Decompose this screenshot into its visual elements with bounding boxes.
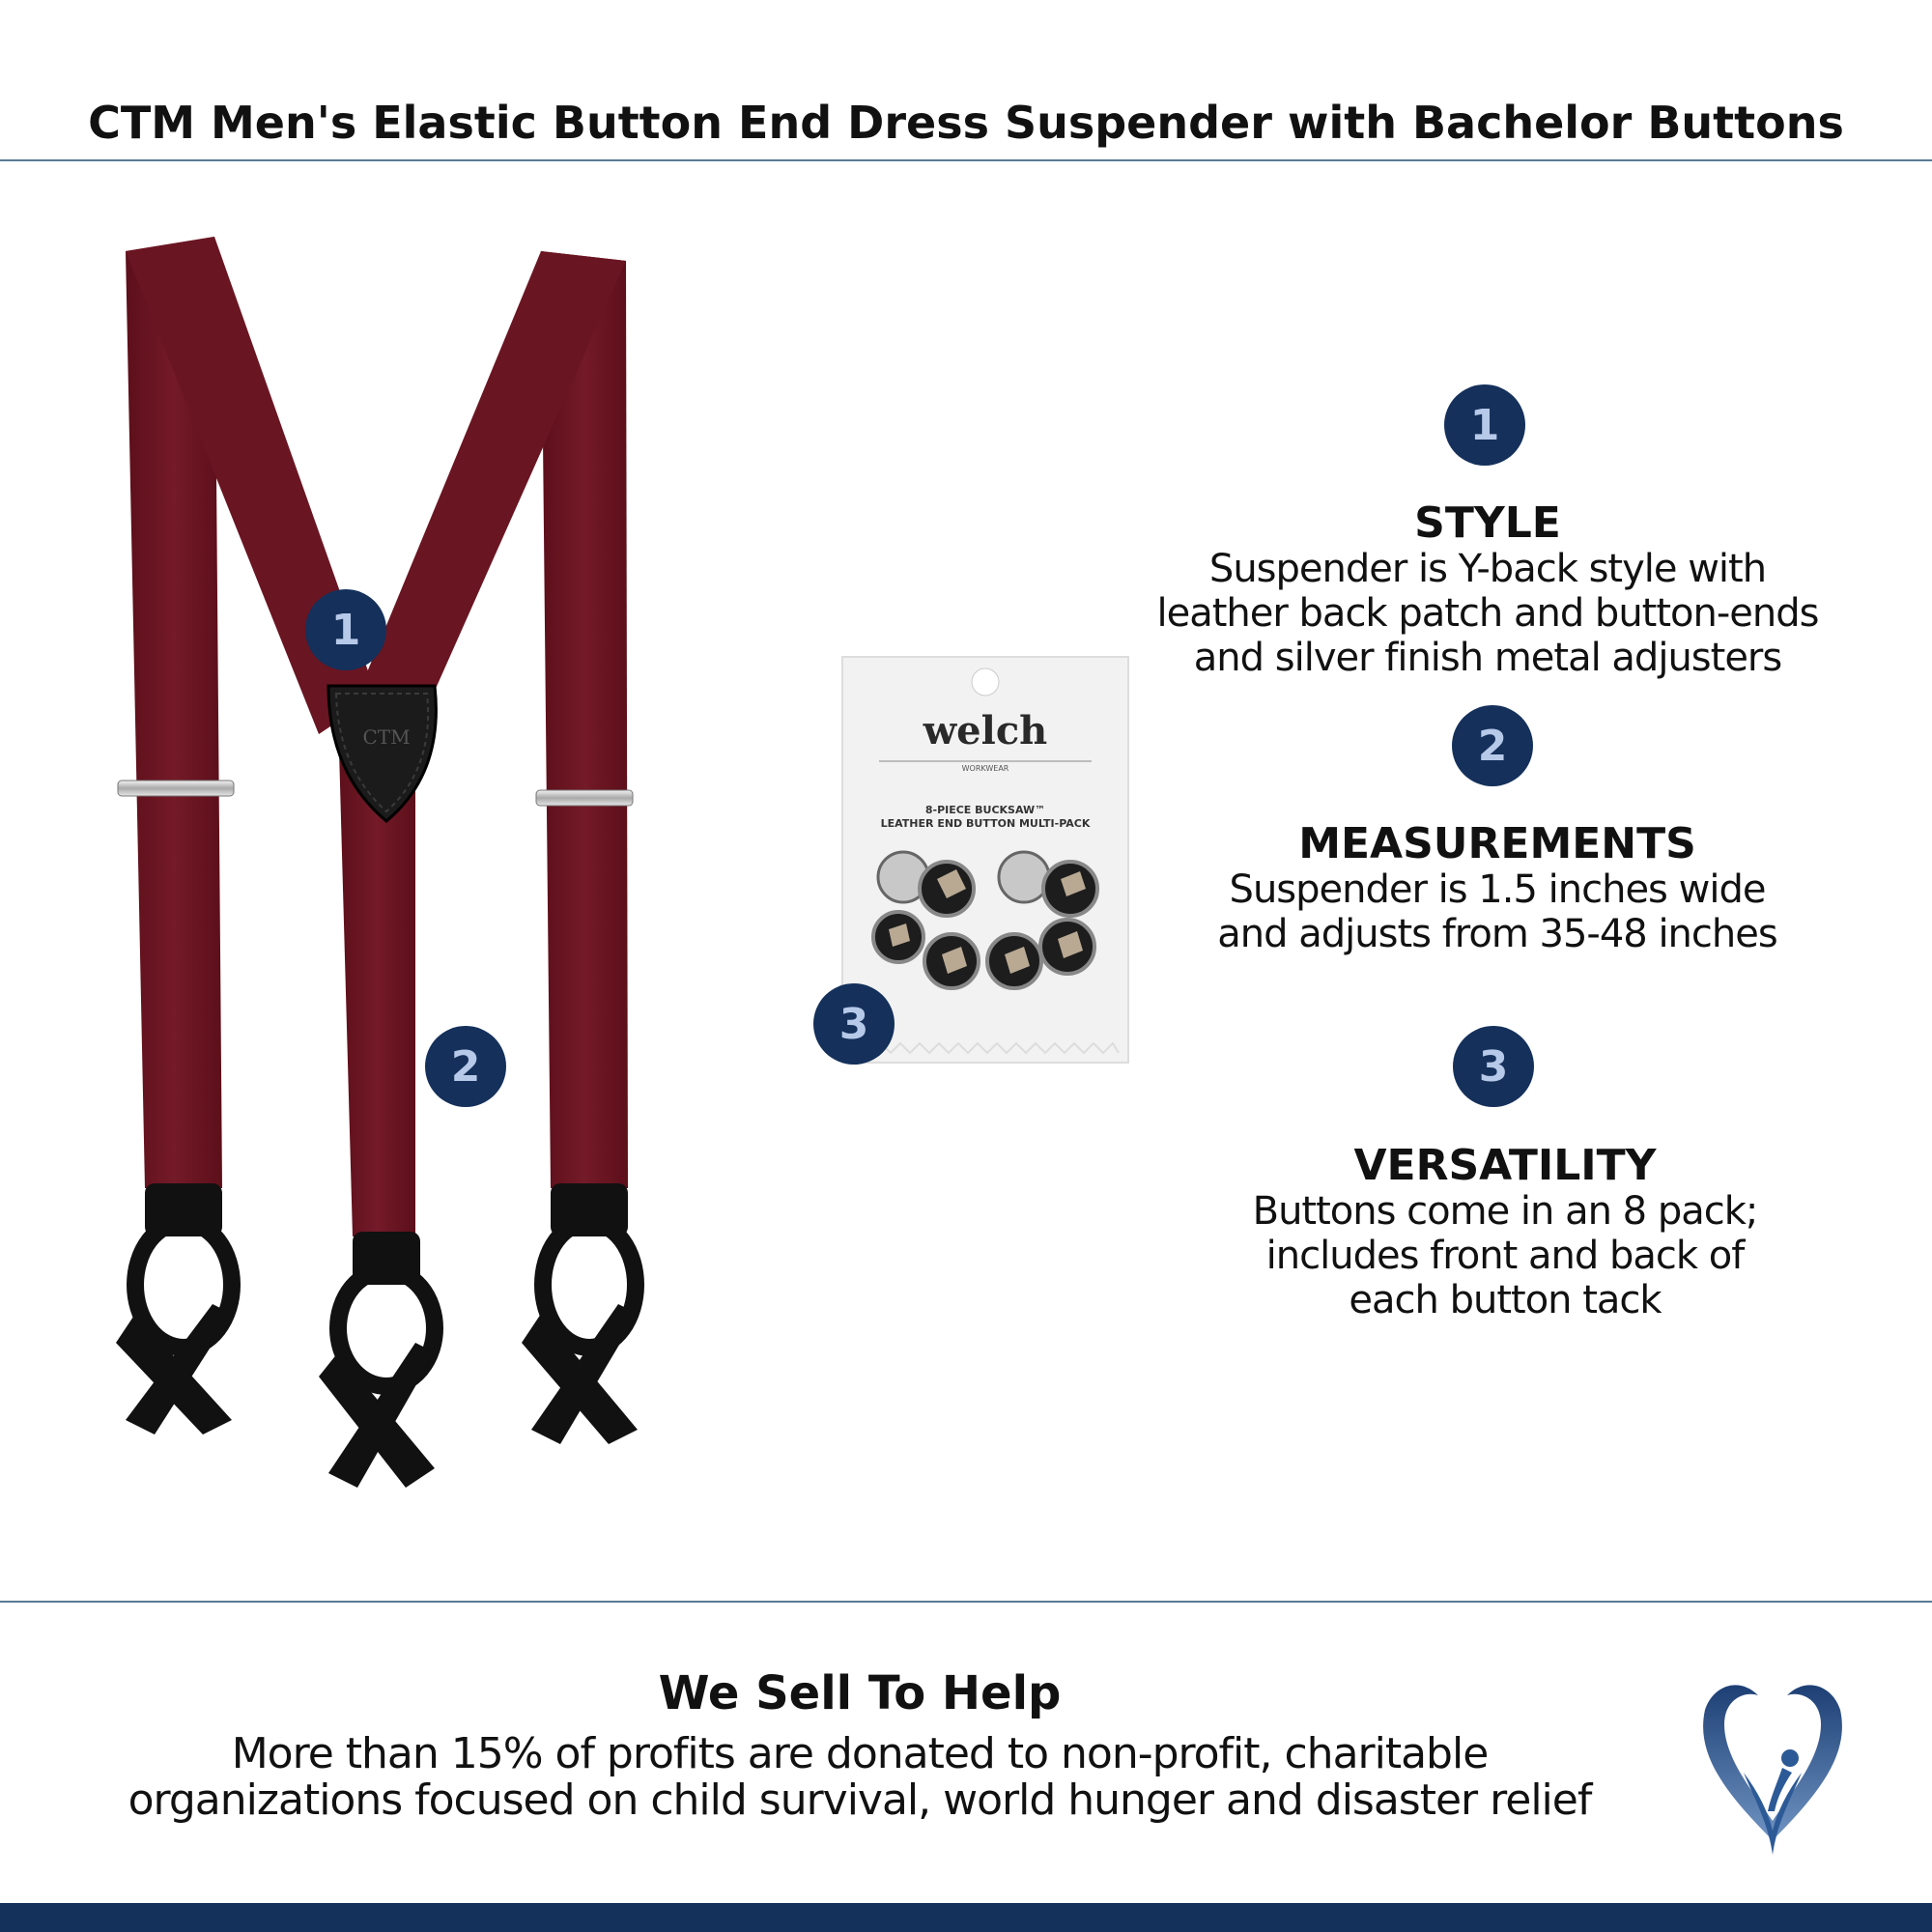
- help-title: We Sell To Help: [658, 1666, 1062, 1720]
- pack-brand: welch: [923, 708, 1048, 753]
- charity-logo-icon: [1703, 1685, 1842, 1855]
- page-title: CTM Men's Elastic Button End Dress Suspe…: [88, 97, 1844, 149]
- left-strap: [126, 237, 222, 1188]
- suspender-image: CTM: [116, 237, 644, 1488]
- feature-versatility-description: Buttons come in an 8 pack; includes fron…: [1252, 1189, 1759, 1322]
- feature-style: STYLE Suspender is Y-back style with lea…: [1101, 498, 1874, 681]
- feature-style-description: Suspender is Y-back style with leather b…: [1156, 547, 1820, 680]
- feature-measurements-description: Suspender is 1.5 inches wide and adjusts…: [1217, 867, 1777, 956]
- feature-2-badge: 2: [1452, 705, 1533, 786]
- button-pack-image: welch WORKWEAR 8-PIECE BUCKSAW™ LEATHER …: [841, 656, 1129, 1064]
- pack-line-2: LEATHER END BUTTON MULTI-PACK: [881, 817, 1091, 830]
- leather-patch: CTM: [327, 684, 438, 823]
- pack-buttons: [871, 850, 1099, 990]
- help-description: More than 15% of profits are donated to …: [128, 1729, 1593, 1825]
- callout-badge-3: 3: [813, 983, 895, 1065]
- feature-1-badge: 1: [1444, 384, 1525, 466]
- callout-badge-2: 2: [425, 1026, 506, 1107]
- pack-sub-brand: WORKWEAR: [962, 764, 1009, 773]
- pack-line-1: 8-PIECE BUCKSAW™: [925, 804, 1045, 816]
- button-end-right: [522, 1183, 644, 1444]
- feature-versatility: VERSATILITY Buttons come in an 8 pack; i…: [1119, 1141, 1891, 1323]
- header-divider: [0, 159, 1932, 161]
- left-adjuster: [117, 780, 235, 797]
- button-end-left: [116, 1183, 241, 1435]
- feature-style-title: STYLE: [1414, 498, 1561, 548]
- footer-divider: [0, 1601, 1932, 1603]
- feature-measurements: MEASUREMENTS Suspender is 1.5 inches wid…: [1111, 819, 1884, 957]
- feature-measurements-title: MEASUREMENTS: [1298, 819, 1696, 868]
- svg-text:CTM: CTM: [362, 725, 410, 749]
- button-end-middle: [319, 1232, 443, 1488]
- callout-badge-1: 1: [305, 589, 386, 670]
- feature-3-badge: 3: [1453, 1026, 1534, 1107]
- feature-versatility-title: VERSATILITY: [1353, 1141, 1657, 1190]
- right-adjuster: [535, 789, 634, 807]
- footer-bar: [0, 1903, 1932, 1932]
